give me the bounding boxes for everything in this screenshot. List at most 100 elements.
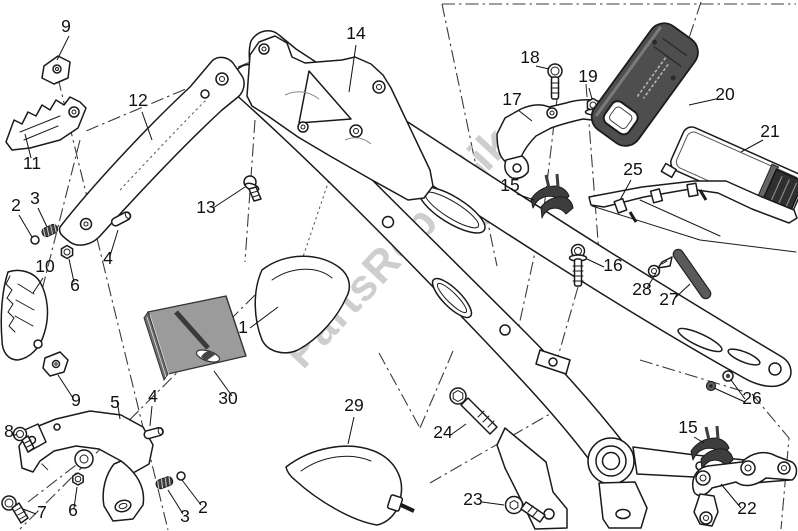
svg-text:19: 19 [578, 66, 597, 86]
callout-20: 20 [688, 84, 735, 106]
svg-text:17: 17 [502, 89, 521, 109]
part-26-grommets [705, 370, 734, 392]
callout-16: 16 [586, 255, 623, 275]
callout-17: 17 [502, 89, 533, 122]
part-2-washer-top [30, 235, 40, 245]
callout-22: 22 [720, 483, 757, 518]
callouts: 9 12 14 18 19 17 20 21 [4, 16, 780, 526]
callout-12: 12 [128, 90, 153, 141]
part-9-plate-bottom [42, 351, 69, 377]
part-20-tool-tray [590, 22, 699, 147]
svg-text:1: 1 [238, 317, 248, 337]
svg-text:4: 4 [148, 386, 158, 406]
svg-text:5: 5 [110, 392, 120, 412]
callout-25: 25 [619, 159, 643, 201]
svg-text:16: 16 [603, 255, 622, 275]
part-27-rod [672, 248, 712, 300]
part-13-bolt [243, 175, 262, 202]
part-12-hanger-bracket [58, 56, 245, 246]
callout-4a: 4 [103, 229, 119, 268]
part-14-bracket-plate [246, 35, 434, 201]
callout-18: 18 [520, 47, 550, 70]
svg-text:26: 26 [742, 388, 761, 408]
callout-3a: 3 [30, 188, 48, 228]
callout-11: 11 [23, 133, 41, 173]
callout-13: 13 [196, 186, 246, 217]
callout-3b: 3 [167, 489, 190, 526]
part-3-spring-top [41, 223, 59, 238]
callout-30: 30 [213, 370, 238, 408]
callout-4b: 4 [148, 386, 158, 427]
svg-text:15: 15 [500, 175, 519, 195]
svg-text:25: 25 [623, 159, 642, 179]
callout-8: 8 [4, 421, 18, 441]
part-29-cover-panel [285, 445, 415, 526]
callout-7: 7 [22, 502, 47, 522]
part-4-pin-bottom [143, 426, 164, 440]
svg-text:18: 18 [520, 47, 539, 67]
callout-2a: 2 [11, 195, 33, 238]
part-18-bolt [547, 63, 563, 100]
part-24-bolt [449, 387, 498, 435]
callout-24: 24 [433, 422, 467, 442]
part-10-footpeg [0, 269, 49, 361]
part-3-spring-bottom [155, 476, 174, 490]
part-1-pad [254, 255, 351, 354]
part-25-undertray [588, 162, 798, 253]
callout-27: 27 [659, 283, 691, 309]
part-23-screw [504, 495, 546, 523]
callout-9a: 9 [56, 16, 71, 61]
callout-6a: 6 [68, 258, 80, 295]
svg-text:24: 24 [433, 422, 453, 442]
part-4-pin-top [110, 211, 132, 227]
svg-text:9: 9 [61, 16, 71, 36]
callout-10: 10 [32, 256, 55, 294]
part-6-nut-bottom [72, 472, 84, 486]
svg-text:22: 22 [737, 498, 756, 518]
svg-text:2: 2 [11, 195, 21, 215]
callout-26: 26 [713, 379, 762, 408]
svg-text:2: 2 [198, 497, 208, 517]
callout-5: 5 [110, 392, 121, 420]
callout-9b: 9 [57, 374, 81, 410]
svg-text:20: 20 [715, 84, 735, 104]
callout-6b: 6 [68, 486, 78, 520]
part-6-nut-top [60, 244, 74, 260]
part-22-linkage [692, 451, 798, 527]
svg-text:13: 13 [196, 197, 215, 217]
svg-text:15: 15 [678, 417, 697, 437]
svg-text:29: 29 [344, 395, 363, 415]
callout-28: 28 [632, 272, 657, 299]
svg-text:6: 6 [70, 275, 80, 295]
callout-14: 14 [346, 23, 366, 93]
part-28-screw [647, 256, 673, 278]
svg-text:21: 21 [760, 121, 779, 141]
svg-text:28: 28 [632, 279, 651, 299]
callout-29: 29 [344, 395, 364, 445]
part-9-plate-top [41, 55, 71, 85]
svg-text:7: 7 [37, 502, 47, 522]
svg-text:23: 23 [463, 489, 482, 509]
part-7-bolt [1, 495, 29, 524]
svg-text:3: 3 [180, 506, 190, 526]
part-30-manual [143, 295, 247, 382]
part-15-rubber-mount-top [530, 173, 574, 219]
svg-text:27: 27 [659, 289, 678, 309]
svg-text:3: 3 [30, 188, 40, 208]
callout-1: 1 [238, 306, 279, 337]
callout-19: 19 [578, 66, 598, 100]
svg-text:14: 14 [346, 23, 366, 43]
svg-text:10: 10 [35, 256, 55, 276]
svg-text:30: 30 [218, 388, 238, 408]
svg-text:6: 6 [68, 500, 78, 520]
callout-23: 23 [463, 489, 505, 509]
callout-15a: 15 [500, 175, 535, 201]
part-2-washer-bottom [176, 471, 186, 481]
svg-text:12: 12 [128, 90, 147, 110]
svg-text:8: 8 [4, 421, 14, 441]
callout-21: 21 [740, 121, 780, 153]
part-16-bolt [568, 243, 588, 287]
svg-text:9: 9 [71, 390, 81, 410]
